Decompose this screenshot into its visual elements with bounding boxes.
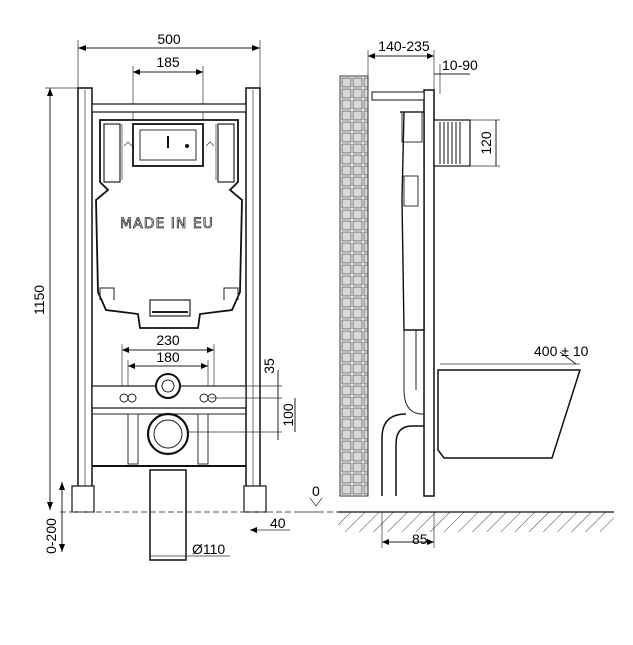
right-foot: [243, 485, 267, 513]
side-view: 140-235 10-90 120 400 ± 10: [300, 38, 614, 548]
floor: [338, 512, 614, 532]
flush-plate-label: 10-90: [442, 57, 478, 73]
front-view: 500 185 1150: [31, 31, 320, 561]
inlet-label: 120: [478, 131, 494, 155]
pipe-diameter-label: Ø110: [192, 541, 225, 557]
drain-pipe: [149, 469, 187, 561]
emboss-text: MADE IN EU: [120, 216, 214, 232]
inlet-connector: [155, 373, 181, 399]
width-label: 500: [157, 31, 181, 47]
top-rail: [91, 103, 247, 113]
bolt-dimensions: 230 180: [121, 332, 215, 396]
height-label: 1150: [31, 285, 47, 315]
flush-width-label: 185: [156, 54, 180, 70]
left-foot: [71, 485, 95, 513]
floor-level-label: 0: [312, 483, 320, 499]
drain-span-label: 180: [156, 349, 180, 365]
foot-offset-label: 40: [270, 515, 286, 531]
foot-adjust-label: 0-200: [43, 518, 59, 554]
height-dimension: 1150: [31, 87, 78, 510]
bolt-span-label: 230: [156, 332, 180, 348]
width-dimension: 500: [77, 31, 261, 90]
cistern: MADE IN EU: [95, 119, 243, 329]
offset-100-label: 100: [280, 403, 296, 427]
tiled-wall: [339, 75, 369, 497]
offset-dimensions: 35 100: [180, 358, 296, 440]
toilet-bowl: [437, 369, 582, 459]
drain-offset-label: 85: [412, 531, 428, 547]
offset-35-label: 35: [261, 358, 277, 374]
depth-label: 140-235: [378, 38, 430, 54]
bowl-height-label: 400 ± 10: [534, 343, 589, 359]
